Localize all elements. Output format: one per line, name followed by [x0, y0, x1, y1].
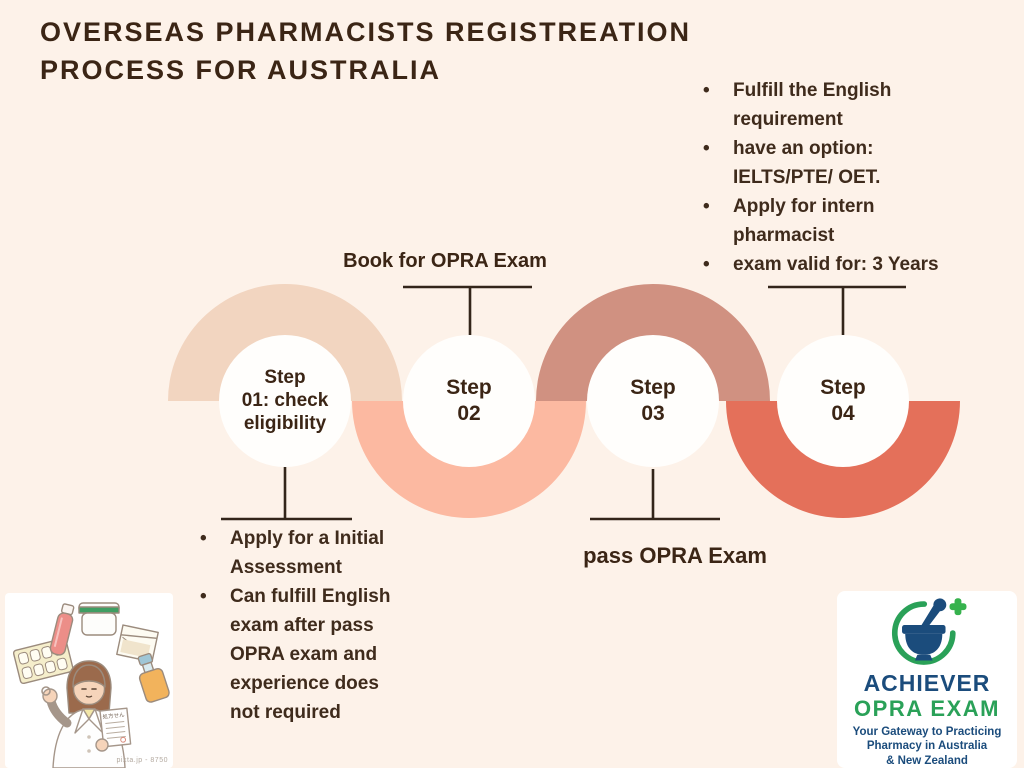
list-item: exam after pass: [200, 611, 440, 640]
syrup-bottle-icon: [137, 652, 170, 703]
bullet-marker: •: [200, 586, 207, 607]
pass-opra-exam-label: pass OPRA Exam: [583, 543, 767, 568]
svg-text:処方せん: 処方せん: [102, 710, 125, 720]
step4-label: Step 04: [768, 375, 918, 427]
step4-circle: [777, 335, 909, 467]
ointment-jar-icon: [78, 602, 120, 636]
mortar-pestle-glyph: [902, 598, 947, 661]
medicine-tube-icon: [49, 603, 75, 656]
page-title: OVERSEAS PHARMACISTS REGISTREATION PROCE…: [40, 13, 780, 89]
mortar-pestle-icon: [891, 598, 967, 665]
list-item-text: Apply for a Initial: [230, 528, 385, 549]
list-item-text: Apply for intern: [733, 196, 875, 217]
brand-tagline-line3: & New Zealand: [886, 754, 968, 767]
step1-label: Step 01: check eligibility: [210, 366, 360, 435]
list-item-text: exam valid for: 3 Years: [733, 254, 939, 275]
bullet-marker: [200, 553, 230, 582]
bullet-marker: [200, 698, 230, 727]
initial-assessment-list: • Apply for a Initial Assessment • Can ful…: [200, 524, 440, 727]
list-item: requirement: [703, 105, 1018, 134]
bullet-marker: [703, 163, 733, 192]
brand-tagline: Your Gateway to Practicing Pharmacy in A…: [853, 725, 1002, 768]
step1-label-line3: eligibility: [243, 413, 327, 434]
page-title-line1: OVERSEAS PHARMACISTS REGISTREATION: [40, 17, 692, 47]
list-item-text: IELTS/PTE/ OET.: [733, 167, 881, 188]
list-item: • Fulfill the English: [703, 76, 1018, 105]
list-item: experience does: [200, 669, 440, 698]
pharmacist-figure: 処方せん: [41, 660, 132, 768]
bullet-marker: [200, 640, 230, 669]
list-item: • Can fulfill English: [200, 582, 440, 611]
powder-sachet-icon: [116, 624, 159, 663]
list-item-text: Fulfill the English: [733, 80, 892, 101]
list-item-text: Can fulfill English: [230, 586, 391, 607]
list-item-text: exam after pass: [230, 615, 374, 636]
list-item: • Apply for intern: [703, 192, 1018, 221]
list-item-text: OPRA exam and: [230, 644, 378, 665]
bullet-marker: [703, 105, 733, 134]
brand-name-opra-exam: OPRA EXAM: [854, 695, 1000, 721]
step3-label-line1: Step: [630, 376, 676, 399]
step2-label: Step 02: [394, 375, 544, 427]
list-item: pharmacist: [703, 221, 1018, 250]
bullet-marker: •: [703, 196, 710, 217]
list-item: OPRA exam and: [200, 640, 440, 669]
step2-circle: [403, 335, 535, 467]
plus-icon: [949, 598, 967, 616]
list-item: Assessment: [200, 553, 440, 582]
brand-tagline-line1: Your Gateway to Practicing: [852, 725, 1002, 738]
step3-label: Step 03: [578, 375, 728, 427]
pharmacist-illustration-drawing: 処方せん: [12, 602, 170, 768]
pharmacist-illustration: 処方せん pixta.jp - 8750: [5, 593, 173, 768]
list-item: • exam valid for: 3 Years: [703, 250, 1018, 279]
list-item: • Apply for a Initial: [200, 524, 440, 553]
step4-label-line1: Step: [820, 376, 866, 399]
list-item-text: not required: [230, 702, 341, 723]
bullet-marker: [200, 669, 230, 698]
bullet-marker: •: [200, 528, 207, 549]
achiever-opra-logo: ACHIEVER OPRA EXAM Your Gateway to Pract…: [837, 591, 1017, 768]
bullet-marker: •: [703, 254, 710, 275]
page-title-line2: PROCESS FOR AUSTRALIA: [40, 55, 442, 85]
step2-label-line1: Step: [446, 376, 492, 399]
list-item-text: have an option:: [733, 138, 874, 159]
brand-name-achiever: ACHIEVER: [863, 669, 991, 696]
step4-label-line2: 04: [831, 402, 855, 425]
bullet-marker: [200, 611, 230, 640]
list-item-text: experience does: [230, 673, 379, 694]
watermark-text: pixta.jp - 8750: [116, 757, 168, 764]
english-requirement-list: • Fulfill the English requirement • have a…: [703, 76, 1018, 279]
step3-circle: [587, 335, 719, 467]
step3-label-line2: 03: [641, 402, 665, 425]
list-item-text: requirement: [733, 109, 843, 130]
list-item-text: pharmacist: [733, 225, 835, 246]
step1-label-line1: Step: [264, 367, 306, 388]
step2-label-line2: 02: [457, 402, 481, 425]
list-item-text: Assessment: [230, 557, 342, 578]
list-item: • have an option:: [703, 134, 1018, 163]
connector-lines: [221, 285, 906, 521]
brand-tagline-line2: Pharmacy in Australia: [866, 740, 988, 752]
prescription-paper: 処方せん: [99, 707, 132, 748]
bullet-marker: •: [703, 138, 710, 159]
book-opra-exam-label: Book for OPRA Exam: [343, 250, 547, 272]
list-item: not required: [200, 698, 440, 727]
bullet-marker: [703, 221, 733, 250]
logo-circle-arc: [891, 601, 956, 665]
list-item: IELTS/PTE/ OET.: [703, 163, 1018, 192]
step1-label-line2: 01: check: [241, 390, 329, 411]
bullet-marker: •: [703, 80, 710, 101]
step1-circle: [219, 335, 351, 467]
